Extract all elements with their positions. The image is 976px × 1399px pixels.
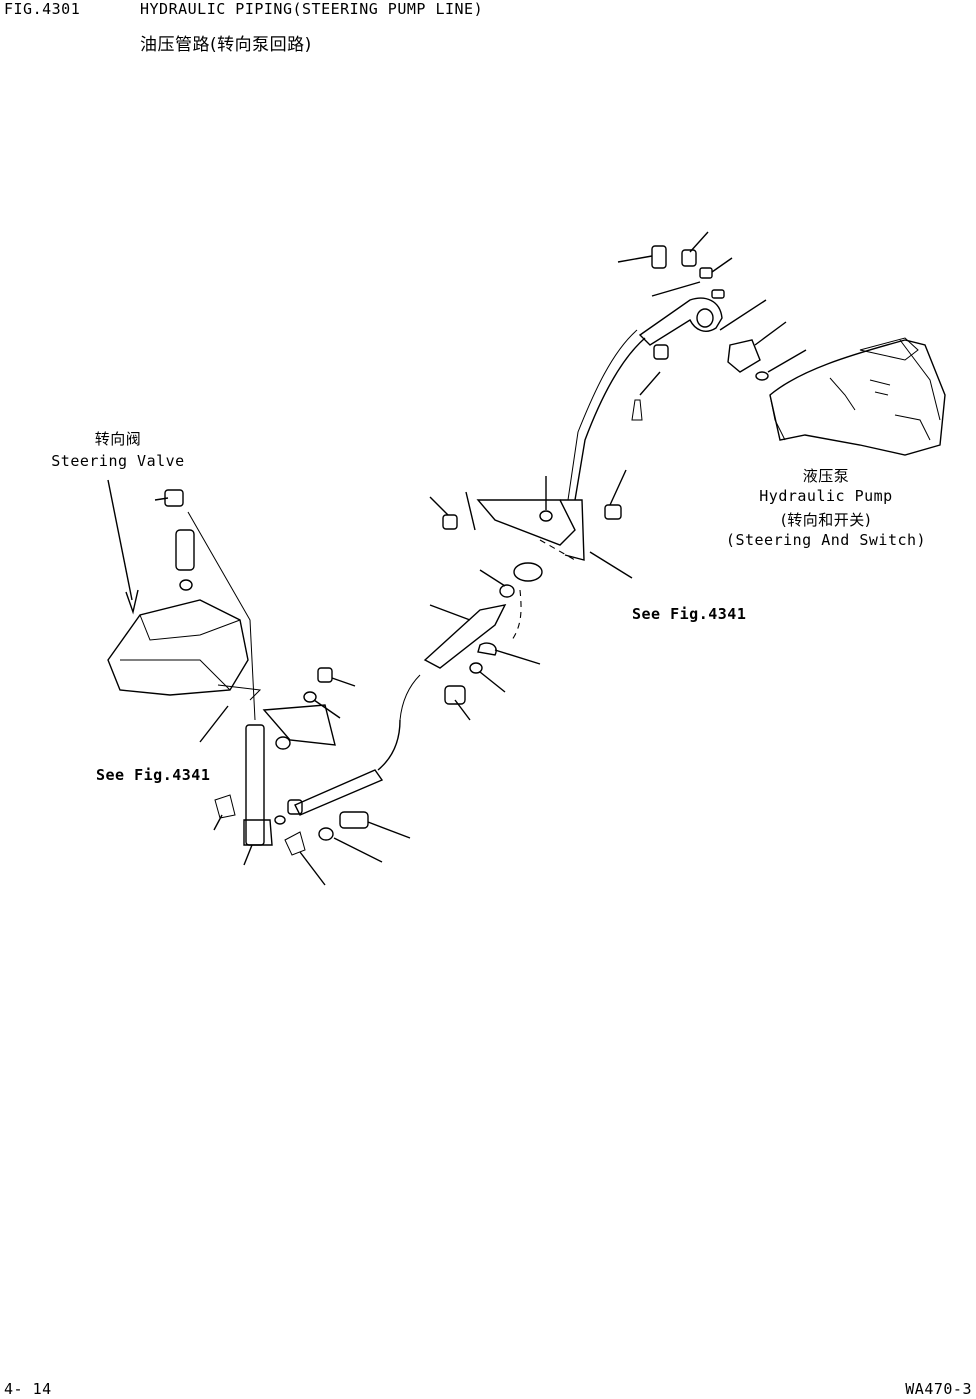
leader-lines xyxy=(154,231,807,886)
pipe-upper xyxy=(574,337,646,501)
steering-valve-label-cn: 转向阀 xyxy=(94,430,142,448)
steering-valve-arrow xyxy=(107,479,139,615)
pipe-upper-outline xyxy=(567,329,638,501)
hose-lower xyxy=(274,719,401,856)
hose-mid xyxy=(399,589,522,721)
steering-valve-drawing xyxy=(107,489,336,846)
clamp-bracket xyxy=(442,499,622,598)
model-code: WA470-3 xyxy=(905,1380,972,1398)
hydraulic-pump-sublabel-cn: (转向和开关) xyxy=(780,511,872,529)
figure-title-english: HYDRAULIC PIPING(STEERING PUMP LINE) xyxy=(140,0,484,18)
page-number: 4- 14 xyxy=(4,1380,52,1398)
hydraulic-pump-drawing xyxy=(769,337,946,456)
pump-flange-assembly xyxy=(631,245,769,421)
figure-code: FIG.4301 xyxy=(4,0,81,18)
hydraulic-pump-sublabel-en: (Steering And Switch) xyxy=(725,531,927,549)
see-fig-reference-left[interactable]: See Fig.4341 xyxy=(96,766,211,784)
hydraulic-pump-label-en: Hydraulic Pump xyxy=(759,487,893,505)
steering-valve-label-en: Steering Valve xyxy=(51,452,185,470)
hydraulic-pump-label-cn: 液压泵 xyxy=(802,467,850,485)
see-fig-reference-right[interactable]: See Fig.4341 xyxy=(632,605,747,623)
figure-title-chinese: 油压管路(转向泵回路) xyxy=(140,35,312,55)
